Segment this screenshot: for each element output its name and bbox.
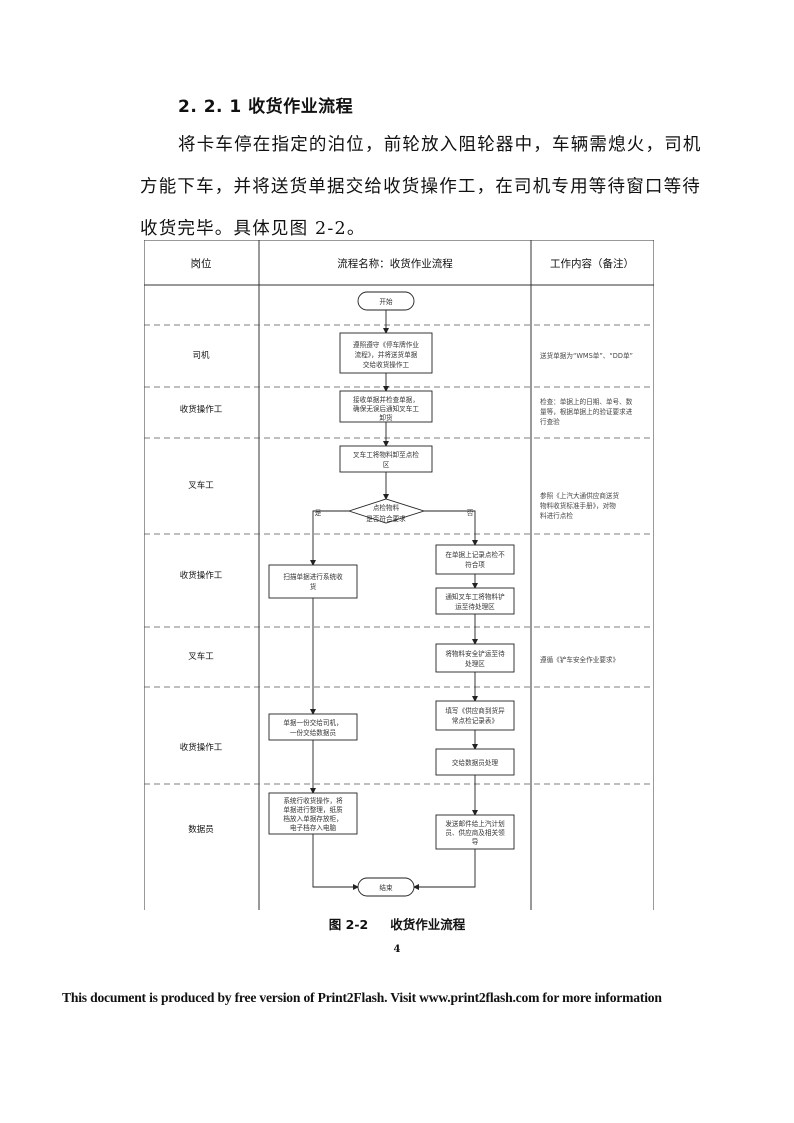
decision-diamond [347, 498, 426, 524]
process-box-text: 运至待处理区 [455, 602, 495, 611]
decision-label: 点检物料 [373, 503, 400, 512]
end-terminal [357, 877, 415, 897]
process-box: 发送邮件给上汽计划 员、供应商及相关领 导 [435, 814, 515, 850]
process-box-text: 通知叉车工将物料铲 [445, 592, 505, 601]
end-terminal-label: 结束 [379, 883, 393, 892]
process-box: 扫描单据进行系统收 货 [268, 564, 358, 599]
process-box-text: 处理区 [465, 659, 485, 668]
process-box-text: 交给数据员处理 [452, 758, 499, 767]
note-text: 遵循《铲车安全作业要求》 [540, 655, 619, 664]
header-notes: 工作内容（备注） [550, 257, 634, 270]
note-text: 料进行点检 [540, 511, 573, 520]
process-box-text: 扫描单据进行系统收 [283, 572, 343, 581]
process-box: 交给数据员处理 [435, 748, 515, 776]
process-box-text: 档放入单据存放柜， [283, 814, 342, 823]
header-position: 岗位 [191, 257, 212, 270]
body-paragraph-line-1: 将卡车停在指定的泊位，前轮放入阻轮器中，车辆需熄火，司机 [178, 135, 702, 155]
figure-caption-number: 图 2-2 [328, 917, 369, 932]
process-box: 在单据上记录点检不 符合项 [435, 544, 515, 575]
role-label: 收货操作工 [180, 570, 223, 581]
role-label: 叉车工 [188, 651, 214, 662]
note-text: 物料收货标准手册》，对物 [540, 501, 616, 510]
process-box-text: 接收单据并检查单据， [353, 395, 419, 404]
process-box-text: 叉车工将物料卸至点检 [353, 450, 419, 459]
note-text: 送货单据为“WMS单”、“DD单” [540, 351, 633, 360]
decision-no-label: 否 [467, 509, 474, 517]
process-box-text: 将物料安全铲运至待 [445, 649, 505, 658]
process-box-text: 货 [310, 582, 317, 591]
figure-caption: 图 2-2 收货作业流程 [0, 914, 794, 933]
page-number: 4 [393, 944, 401, 955]
process-box-text: 填写《供应商到货异 [445, 706, 505, 715]
process-box-text: 单据进行整理，纸质 [283, 805, 343, 814]
process-box: 系统行收货操作，将 单据进行整理，纸质 档放入单据存放柜， 电子档存入电脑 [268, 792, 358, 835]
header-process: 流程名称：收货作业流程 [337, 257, 453, 270]
process-box: 将物料安全铲运至待 处理区 [435, 643, 515, 673]
role-label: 叉车工 [188, 480, 214, 491]
process-box-text: 符合项 [465, 560, 485, 569]
process-box-text: 电子档存入电脑 [290, 823, 337, 832]
figure-caption-title: 收货作业流程 [390, 917, 466, 932]
process-box-text: 常点检记录表》 [452, 716, 498, 725]
process-box: 叉车工将物料卸至点检 区 [339, 445, 433, 473]
flow-connectors [310, 310, 478, 890]
role-label: 数据员 [188, 824, 214, 835]
role-label: 收货操作工 [180, 742, 223, 753]
note-text: 量等，根据单据上的验证要求进 [540, 407, 633, 416]
process-box-text: 交给收货操作工 [363, 360, 410, 369]
note-text: 参照《上汽大通供应商送货 [540, 491, 620, 500]
start-terminal [357, 291, 415, 311]
role-label: 收货操作工 [180, 404, 223, 415]
process-box-text: 卸货 [379, 413, 393, 422]
flowchart-grid [144, 240, 654, 910]
process-box-text: 流程》，并将送货单据 [355, 350, 418, 359]
watermark-footer: This document is produced by free versio… [62, 990, 662, 1005]
receiving-flowchart: 岗位 流程名称：收货作业流程 工作内容（备注） 司机 收货操作工 叉车工 收货操… [144, 240, 654, 910]
process-box-text: 导 [472, 838, 479, 846]
process-box-text: 系统行收货操作，将 [283, 796, 343, 805]
start-terminal-label: 开始 [379, 297, 393, 306]
body-paragraph-line-2: 方能下车，并将送货单据交给收货操作工，在司机专用等待窗口等待 [140, 177, 701, 197]
body-paragraph-line-3: 收货完毕。具体见图 2-2。 [140, 219, 366, 239]
process-box: 单据一份交给司机， 一份交给数据员 [268, 713, 358, 741]
note-text: 检查：单据上的日期、单号、数 [540, 397, 633, 406]
process-box: 通知叉车工将物料铲 运至待处理区 [435, 587, 515, 615]
decision-label: 是否符合要求 [366, 514, 406, 523]
process-box: 接收单据并检查单据， 确保无误后通知叉车工 卸货 [339, 390, 433, 423]
process-box-text: 一份交给数据员 [290, 728, 337, 737]
process-box: 遵照遵守《停车牌作业 流程》，并将送货单据 交给收货操作工 [339, 332, 433, 374]
process-box-text: 发送邮件给上汽计划 [445, 819, 505, 828]
note-text: 行查验 [540, 417, 560, 426]
section-heading: 2. 2. 1 收货作业流程 [178, 97, 354, 117]
process-box: 填写《供应商到货异 常点检记录表》 [435, 700, 515, 731]
process-box-text: 确保无误后通知叉车工 [353, 404, 419, 413]
process-box-text: 员、供应商及相关领 [445, 828, 505, 837]
process-box-text: 在单据上记录点检不 [445, 550, 505, 559]
decision-yes-label: 是 [315, 509, 322, 517]
process-box-text: 遵照遵守《停车牌作业 [353, 340, 419, 349]
role-label: 司机 [192, 350, 210, 361]
process-box-text: 区 [383, 461, 390, 469]
process-box-text: 单据一份交给司机， [283, 718, 342, 727]
